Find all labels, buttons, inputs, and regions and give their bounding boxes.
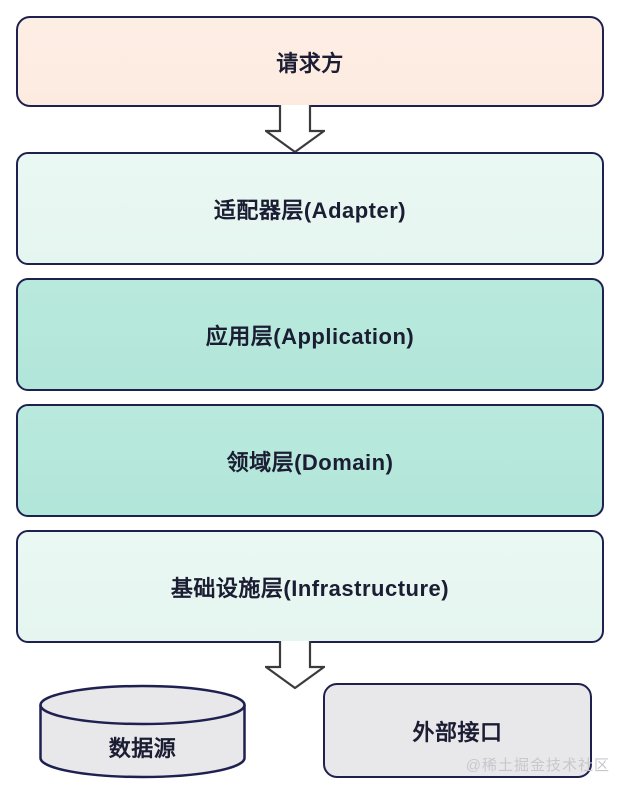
layer-label-domain: 领域层(Domain) (226, 449, 394, 475)
layer-label-application: 应用层(Application) (205, 323, 415, 349)
layer-box-infrastructure: 基础设施层(Infrastructure) (16, 530, 604, 643)
down-arrow-icon (265, 641, 325, 689)
external-interface-label: 外部接口 (412, 719, 503, 745)
datasource-label: 数据源 (108, 736, 177, 761)
requester-box: 请求方 (16, 16, 604, 107)
down-arrow-icon (265, 105, 325, 153)
datasource-cylinder: 数据源 (38, 684, 247, 781)
external-interface-box: 外部接口 (323, 683, 592, 778)
layer-box-domain: 领域层(Domain) (16, 404, 604, 517)
layer-box-adapter: 适配器层(Adapter) (16, 152, 604, 265)
layer-label-adapter: 适配器层(Adapter) (213, 197, 407, 223)
watermark-text: @稀土掘金技术社区 (465, 757, 610, 774)
layer-box-application: 应用层(Application) (16, 278, 604, 391)
layer-label-infrastructure: 基础设施层(Infrastructure) (170, 575, 450, 601)
requester-label: 请求方 (276, 50, 344, 76)
database-icon (39, 684, 246, 779)
